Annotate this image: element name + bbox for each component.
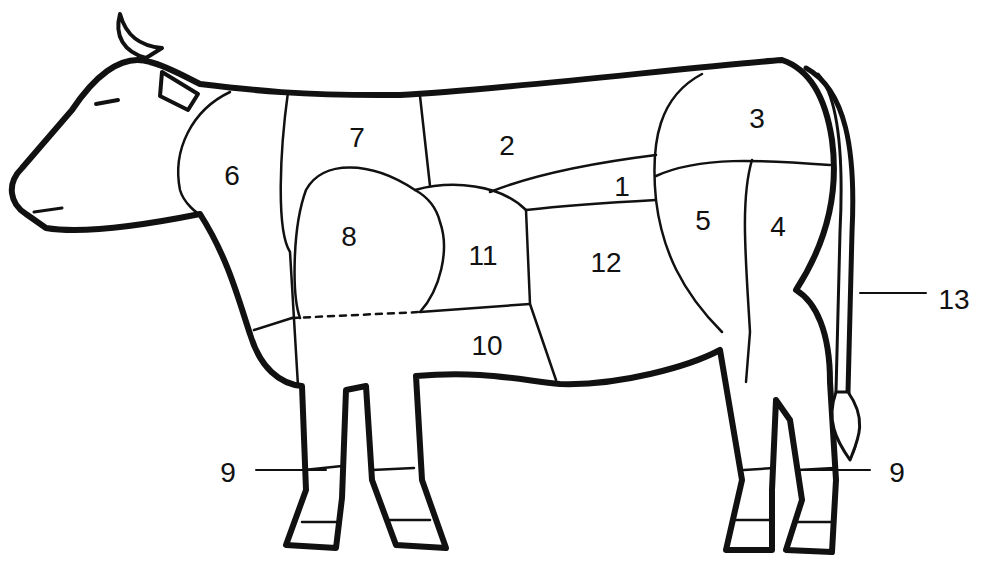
callout-number: 7	[349, 124, 365, 152]
callout-number: 8	[341, 223, 357, 251]
horn	[118, 14, 162, 58]
ear	[160, 72, 198, 110]
cow-outline	[12, 60, 836, 552]
callout-number: 5	[695, 207, 711, 235]
callout-number: 10	[471, 332, 502, 360]
mouth	[34, 208, 62, 212]
callout-number: 9	[220, 459, 236, 487]
tail-tuft	[832, 392, 860, 460]
callout-number: 13	[938, 286, 969, 314]
callout-number: 6	[224, 162, 240, 190]
callout-number: 4	[770, 213, 786, 241]
eye	[96, 100, 118, 104]
callout-number: 1	[614, 173, 630, 201]
callout-number: 3	[749, 105, 765, 133]
tail	[818, 74, 841, 392]
cut-lines	[178, 74, 834, 522]
callout-number: 2	[499, 132, 515, 160]
callout-number: 9	[889, 459, 905, 487]
leader-lines	[256, 293, 926, 470]
callout-number: 12	[590, 249, 621, 277]
callout-number: 11	[468, 242, 497, 270]
